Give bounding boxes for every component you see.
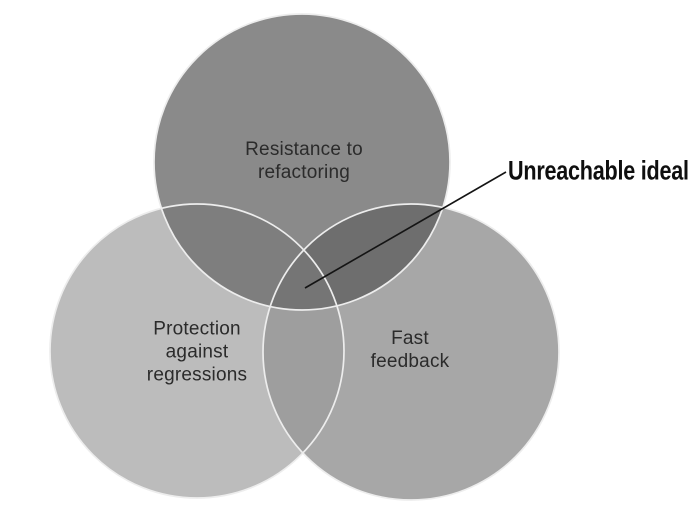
annotation-pointer-line [304, 171, 507, 289]
circle-outline-protection [49, 203, 345, 499]
fast-feedback-label: Fast feedback [370, 328, 450, 372]
protection-against-regressions-label: Protection against regressions [146, 318, 248, 386]
circle-outline-resistance [153, 13, 451, 311]
unreachable-ideal-annotation: Unreachable ideal [508, 155, 689, 186]
circle-outline-fast-feedback [262, 203, 560, 501]
overlap-resistance-fast [263, 204, 450, 310]
resistance-to-refactoring-label: Resistance to refactoring [245, 139, 363, 183]
overlap-resistance-protection [154, 204, 344, 310]
